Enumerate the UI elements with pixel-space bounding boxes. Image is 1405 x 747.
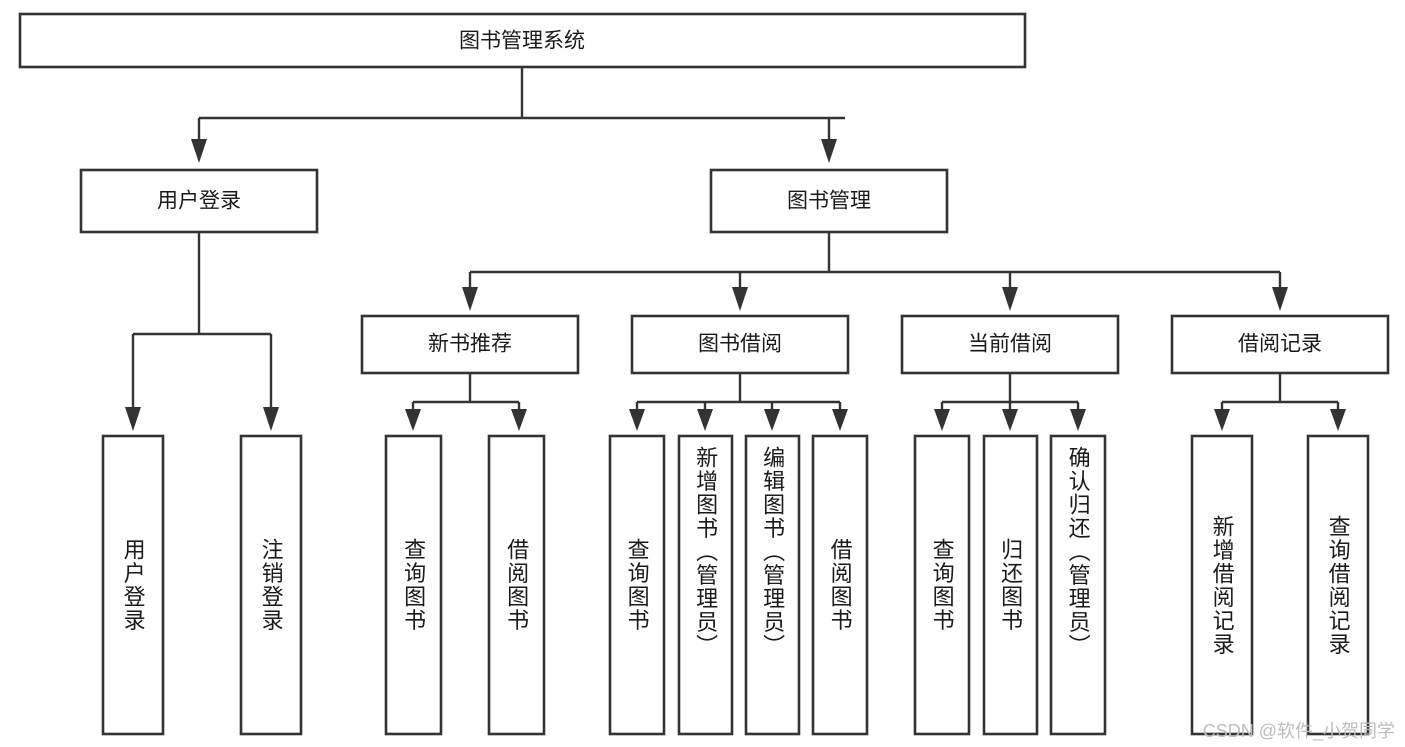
node-current-borrow-label: 当前借阅 — [968, 333, 1052, 356]
node-book-management-label: 图书管理 — [787, 190, 871, 213]
leaf-box-query-book-2[interactable] — [608, 434, 666, 736]
node-borrow-record[interactable]: 借阅记录 — [1170, 314, 1390, 375]
csdn-watermark: CSDN @软件_小贺同学 — [1202, 721, 1395, 741]
connector-book-borrow-to-leaves — [629, 373, 848, 431]
leaf-box-query-record[interactable] — [1306, 434, 1370, 736]
leaf-box-borrow-book-1[interactable] — [487, 434, 546, 736]
node-user-login-label: 用户登录 — [157, 190, 241, 213]
connector-root-to-level2 — [191, 67, 845, 163]
connector-borrow-record-to-leaves — [1214, 373, 1346, 431]
node-new-book-recommend-label: 新书推荐 — [428, 333, 512, 356]
leaf-box-confirm-return[interactable] — [1049, 434, 1107, 736]
node-book-management[interactable]: 图书管理 — [709, 168, 949, 234]
connector-new-book-to-leaves — [405, 373, 527, 431]
leaf-box-query-book-3[interactable] — [913, 434, 971, 736]
connector-user-login-to-leaves — [125, 232, 279, 431]
leaf-boxes — [101, 434, 1370, 736]
leaf-box-add-book-admin[interactable] — [677, 434, 734, 736]
node-root-system[interactable]: 图书管理系统 — [18, 12, 1027, 69]
leaf-box-return-book[interactable] — [982, 434, 1039, 736]
node-book-borrow-label: 图书借阅 — [698, 333, 782, 356]
node-current-borrow[interactable]: 当前借阅 — [900, 314, 1120, 375]
node-root-label: 图书管理系统 — [459, 30, 585, 53]
leaf-box-user-login[interactable] — [101, 434, 165, 736]
node-book-borrow[interactable]: 图书借阅 — [630, 314, 850, 375]
leaf-box-add-record[interactable] — [1190, 434, 1254, 736]
leaf-box-edit-book-admin[interactable] — [744, 434, 801, 736]
leaf-box-borrow-book-2[interactable] — [811, 434, 869, 736]
node-new-book-recommend[interactable]: 新书推荐 — [360, 314, 580, 375]
connector-book-mgmt-to-level3 — [462, 232, 1288, 311]
leaf-box-logout[interactable] — [239, 434, 303, 736]
connector-current-borrow-to-leaves — [934, 373, 1086, 431]
node-user-login[interactable]: 用户登录 — [79, 168, 319, 234]
node-borrow-record-label: 借阅记录 — [1238, 333, 1322, 356]
leaf-box-query-book-1[interactable] — [384, 434, 443, 736]
